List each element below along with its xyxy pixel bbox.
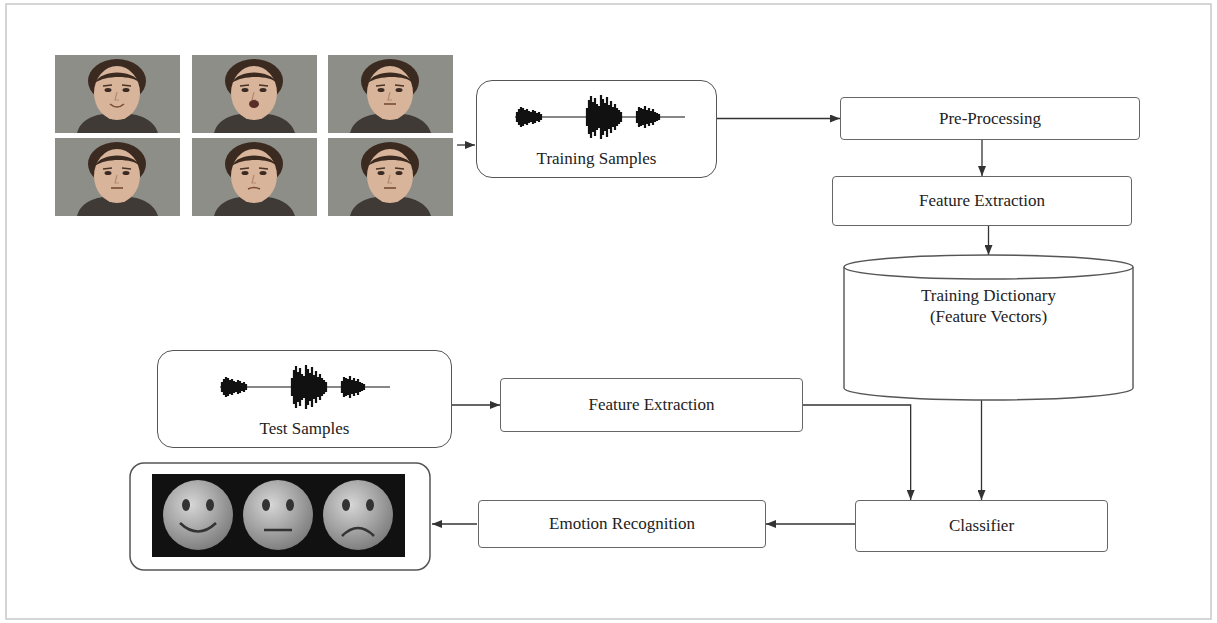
flow-arrow: [981, 140, 982, 176]
face-mouth: [180, 523, 216, 532]
face-mouth: [111, 187, 123, 189]
process-box: Classifier: [855, 500, 1108, 552]
face-eye: [366, 499, 374, 511]
process-box: Pre-Processing: [840, 97, 1140, 140]
face-mouth: [264, 529, 292, 532]
process-box: Feature Extraction: [832, 176, 1132, 226]
face-photo: [192, 138, 317, 216]
node-label: Feature Extraction: [919, 190, 1045, 211]
face-eye: [182, 499, 190, 511]
happy-face: [163, 480, 233, 550]
cylinder-outline: [843, 255, 1134, 400]
face-eye: [206, 499, 214, 511]
sample-box: Test Samples: [157, 350, 452, 448]
waveform: [220, 365, 390, 409]
flow-arrow: [981, 400, 982, 500]
node-label: Training Samples: [537, 148, 657, 169]
face-photo: [55, 138, 180, 216]
face-mouth: [342, 528, 374, 536]
page-frame: [6, 4, 1211, 619]
flow-arrow: [803, 405, 911, 500]
face-photo: [55, 55, 180, 133]
face-mouth: [248, 188, 260, 190]
face-mouth: [110, 104, 124, 107]
output-box: [130, 463, 430, 570]
sad-face: [323, 480, 393, 550]
face-mouth: [249, 100, 259, 108]
face-photos: [55, 55, 453, 216]
face-photo: [192, 55, 317, 133]
process-box: Feature Extraction: [500, 378, 803, 432]
node-label: Emotion Recognition: [549, 513, 695, 534]
sample-box: Training Samples: [476, 80, 717, 178]
cylinder-rim: [844, 267, 1133, 279]
flow-arrow: [452, 404, 500, 405]
face-photo: [328, 138, 453, 216]
cylinder-body: [844, 255, 1133, 400]
neutral-face: [243, 480, 313, 550]
node-label: Feature Extraction: [588, 394, 714, 415]
node-label: Classifier: [949, 515, 1014, 536]
face-eye: [342, 499, 350, 511]
face-eye: [262, 499, 270, 511]
face-photo: [328, 55, 453, 133]
face-eye: [286, 499, 294, 511]
emoji-panel: [152, 474, 405, 557]
output-arrow: [432, 523, 477, 524]
flow-arrow: [717, 118, 840, 119]
flow-arrow: [766, 523, 855, 524]
node-label: Training Dictionary (Feature Vectors): [901, 285, 1076, 328]
node-label: Pre-Processing: [939, 108, 1041, 129]
emotion-output: [130, 463, 430, 570]
process-box: Emotion Recognition: [478, 500, 766, 548]
face-mouth: [384, 187, 396, 189]
database-cylinder: Training Dictionary (Feature Vectors): [843, 255, 1134, 400]
input-arrow: [457, 144, 475, 145]
flow-arrow: [988, 226, 989, 255]
waveform: [515, 95, 685, 139]
face-mouth: [384, 103, 396, 105]
node-label: Test Samples: [260, 418, 350, 439]
